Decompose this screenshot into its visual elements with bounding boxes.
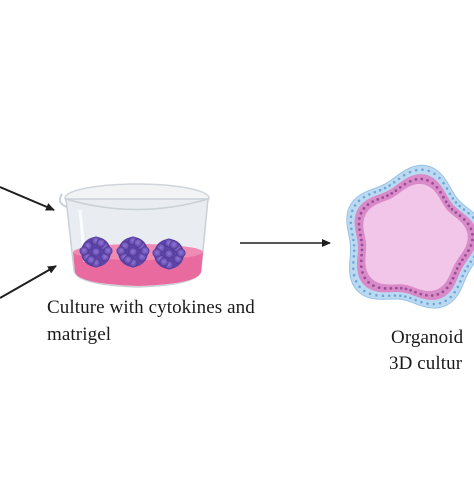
organoid-label-line2: 3D cultur bbox=[389, 353, 463, 374]
organoid-label-line1: Organoid bbox=[391, 327, 464, 348]
cell-cluster-icon bbox=[152, 238, 186, 270]
arrow-in-upper-icon bbox=[0, 186, 55, 211]
beaker-icon bbox=[58, 183, 210, 288]
arrow-in-lower-icon bbox=[0, 265, 57, 299]
cell-cluster-icon bbox=[116, 236, 150, 268]
culture-label-line2: matrigel bbox=[47, 324, 112, 345]
cell-clusters bbox=[79, 236, 186, 270]
organoid-icon bbox=[346, 164, 474, 309]
culture-label-line1: Culture with cytokines and bbox=[47, 297, 255, 318]
cell-cluster-icon bbox=[79, 236, 113, 268]
